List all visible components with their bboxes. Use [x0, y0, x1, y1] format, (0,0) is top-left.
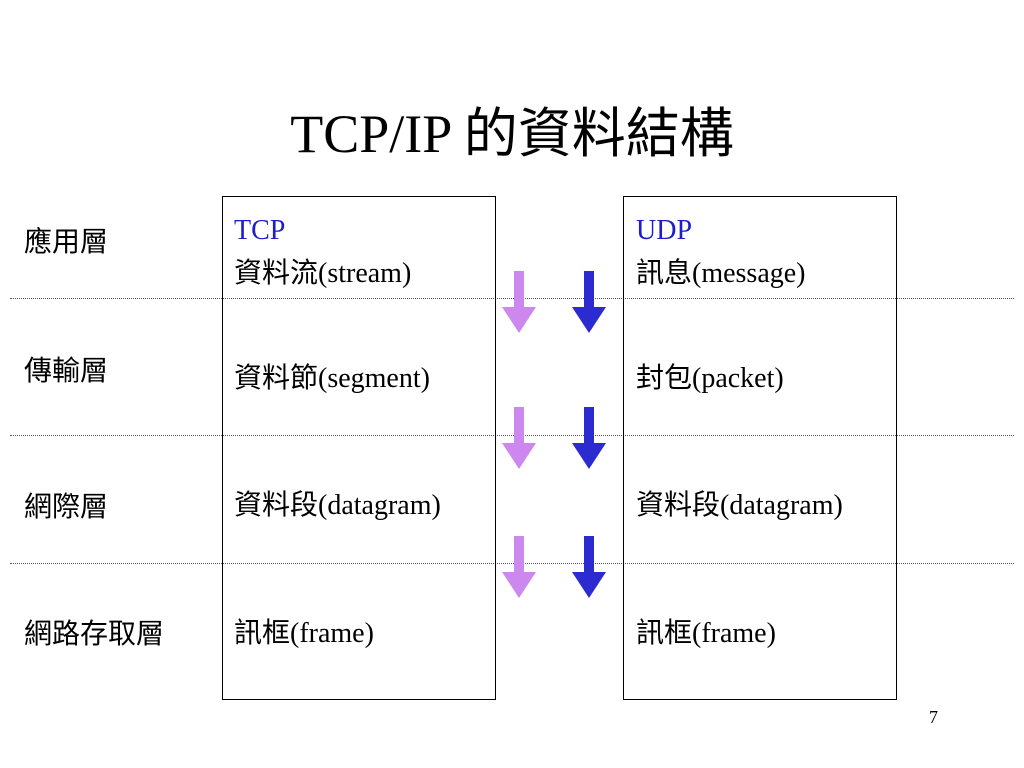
udp-protocol-label: UDP [636, 215, 693, 246]
udp-unit-network-access: 訊框(frame) [636, 618, 776, 649]
page-number: 7 [929, 707, 938, 727]
layer-label-network-access: 網路存取層 [24, 619, 165, 650]
tcp-unit-internet: 資料段(datagram) [234, 490, 441, 521]
layer-separator [10, 435, 1014, 436]
tcp-protocol-label: TCP [234, 215, 286, 246]
tcp-unit-application: 資料流(stream) [234, 258, 412, 289]
udp-unit-transport: 封包(packet) [636, 363, 784, 394]
arrow-down-light-icon [502, 536, 536, 598]
tcp-column-box [222, 196, 496, 700]
arrow-down-dark-icon [572, 536, 606, 598]
udp-unit-application: 訊息(message) [636, 258, 806, 289]
udp-unit-internet: 資料段(datagram) [636, 490, 843, 521]
layer-label-transport: 傳輸層 [24, 356, 109, 387]
tcp-unit-network-access: 訊框(frame) [234, 618, 374, 649]
layer-separator [10, 298, 1014, 299]
udp-column-box [623, 196, 897, 700]
layer-label-internet: 網際層 [24, 492, 109, 523]
layer-label-application: 應用層 [24, 227, 109, 258]
page-title: TCP/IP 的資料結構 [290, 104, 734, 164]
arrow-down-dark-icon [572, 271, 606, 333]
layer-separator [10, 563, 1014, 564]
arrow-down-dark-icon [572, 407, 606, 469]
tcp-unit-transport: 資料節(segment) [234, 363, 430, 394]
arrow-down-light-icon [502, 271, 536, 333]
arrow-down-light-icon [502, 407, 536, 469]
